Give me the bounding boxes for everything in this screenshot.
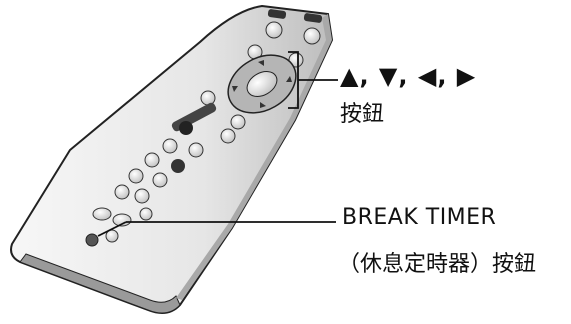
middle-buttons: [114, 90, 246, 204]
direction-buttons-symbols: ▲, ▼, ◀, ▶: [340, 62, 477, 90]
break-timer-callout-line: [97, 221, 336, 237]
break-timer-sub-label: （休息定時器）按鈕: [338, 252, 537, 277]
break-timer-label: BREAK TIMER: [342, 205, 497, 230]
lower-buttons: [85, 207, 153, 247]
remote-body: [10, 4, 334, 315]
direction-pad: [227, 54, 297, 114]
top-buttons: [247, 9, 323, 68]
arrow-callout-line: [288, 51, 338, 109]
direction-buttons-label: 按鈕: [340, 102, 385, 127]
